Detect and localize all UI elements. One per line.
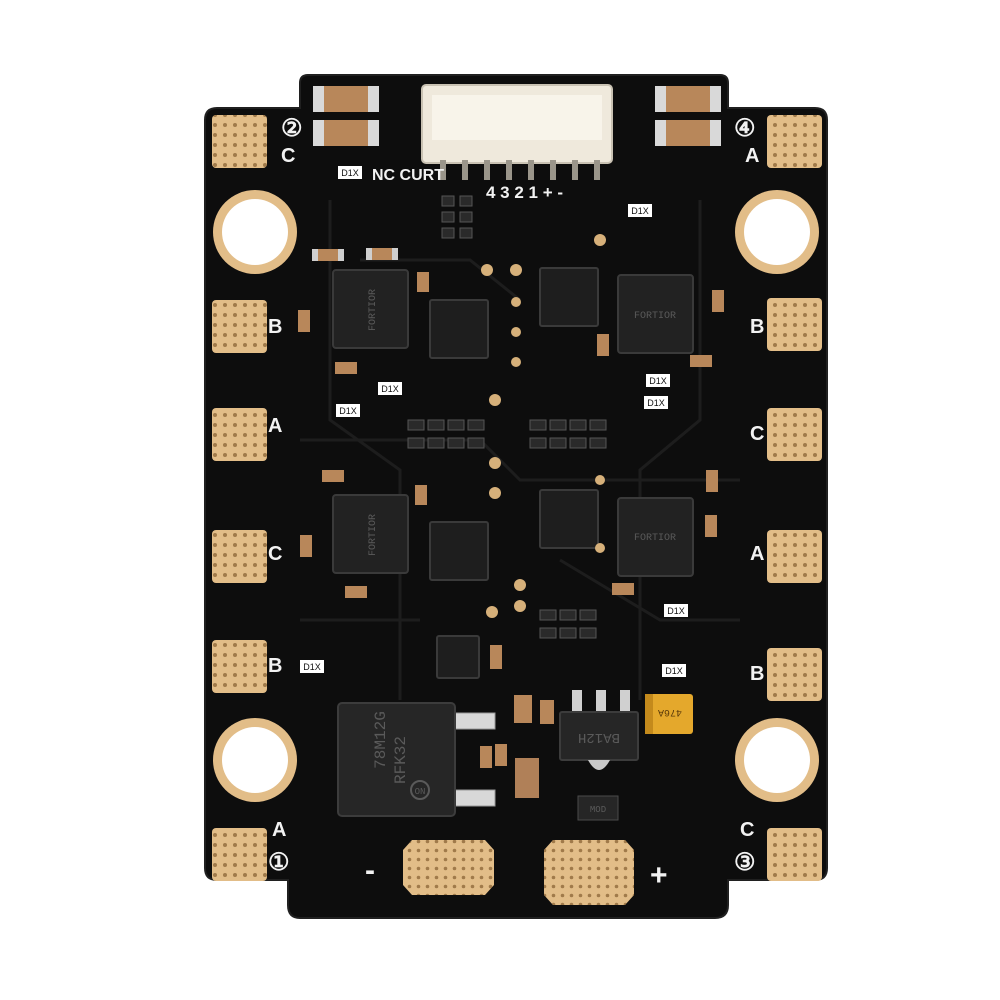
diode-chip: BA12H bbox=[559, 690, 639, 770]
svg-text:C: C bbox=[281, 145, 295, 167]
left-motor-pads bbox=[212, 115, 267, 881]
svg-text:A: A bbox=[745, 145, 759, 167]
motor-number-labels: ② ④ ① ③ bbox=[268, 115, 756, 876]
regulator-line1: 78M12G bbox=[372, 711, 390, 769]
svg-text:B: B bbox=[268, 655, 282, 677]
power-minus-label: - bbox=[365, 854, 375, 887]
svg-text:C: C bbox=[740, 819, 754, 841]
svg-text:D1X: D1X bbox=[647, 398, 665, 408]
svg-text:FORTIOR: FORTIOR bbox=[368, 289, 379, 331]
svg-text:D1X: D1X bbox=[339, 406, 357, 416]
mounting-hole-top-left bbox=[213, 190, 297, 274]
mounting-hole-bottom-right bbox=[735, 718, 819, 802]
diode-marks: D1X D1X D1X D1X D1X D1X D1X D1X D1X bbox=[300, 166, 688, 677]
jst-connector bbox=[421, 84, 613, 180]
svg-text:A: A bbox=[272, 819, 286, 841]
svg-text:C: C bbox=[750, 423, 764, 445]
svg-text:B: B bbox=[750, 316, 764, 338]
small-passives bbox=[298, 195, 724, 798]
svg-text:BA12H: BA12H bbox=[578, 729, 620, 745]
svg-text:B: B bbox=[750, 663, 764, 685]
svg-text:FORTIOR: FORTIOR bbox=[634, 311, 676, 322]
tantalum-capacitor: 476A bbox=[645, 694, 693, 734]
right-motor-pads bbox=[767, 115, 822, 881]
header-pin-labels: 4 3 2 1 + - bbox=[486, 183, 563, 202]
mounting-holes bbox=[213, 190, 819, 802]
mounting-hole-top-right bbox=[735, 190, 819, 274]
svg-text:C: C bbox=[268, 543, 282, 565]
right-phase-labels: A B C A B C bbox=[740, 145, 764, 841]
power-pads bbox=[403, 840, 634, 905]
mounting-hole-bottom-left bbox=[213, 718, 297, 802]
svg-text:B: B bbox=[268, 316, 282, 338]
svg-text:FORTIOR: FORTIOR bbox=[634, 533, 676, 544]
svg-text:D1X: D1X bbox=[341, 168, 359, 178]
svg-text:D1X: D1X bbox=[667, 606, 685, 616]
header-label: NC CURT bbox=[372, 167, 444, 184]
svg-text:FORTIOR: FORTIOR bbox=[368, 514, 379, 556]
regulator-logo: ON bbox=[415, 787, 426, 797]
svg-text:D1X: D1X bbox=[649, 376, 667, 386]
left-phase-labels: C B A C B A bbox=[268, 145, 295, 841]
motor-number-2: ② bbox=[281, 115, 303, 142]
center-vias bbox=[481, 234, 606, 618]
svg-text:476A: 476A bbox=[658, 706, 682, 717]
driver-chip-markings: FORTIOR FORTIOR FORTIOR FORTIOR bbox=[368, 289, 676, 556]
motor-number-4: ④ bbox=[734, 115, 756, 142]
svg-text:D1X: D1X bbox=[665, 666, 683, 676]
mosfet-chips bbox=[429, 267, 599, 679]
svg-text:D1X: D1X bbox=[303, 662, 321, 672]
svg-text:A: A bbox=[750, 543, 764, 565]
small-ic: MOD bbox=[577, 795, 619, 821]
driver-chips bbox=[332, 269, 694, 577]
motor-number-3: ③ bbox=[734, 849, 756, 876]
svg-text:D1X: D1X bbox=[381, 384, 399, 394]
top-capacitors bbox=[313, 86, 721, 146]
motor-number-1: ① bbox=[268, 849, 290, 876]
svg-text:D1X: D1X bbox=[631, 206, 649, 216]
voltage-regulator: 78M12G RFK32 ON bbox=[337, 702, 496, 817]
svg-text:MOD: MOD bbox=[590, 805, 606, 815]
svg-text:A: A bbox=[268, 415, 282, 437]
regulator-line2: RFK32 bbox=[392, 736, 410, 784]
power-plus-label: + bbox=[650, 859, 668, 892]
